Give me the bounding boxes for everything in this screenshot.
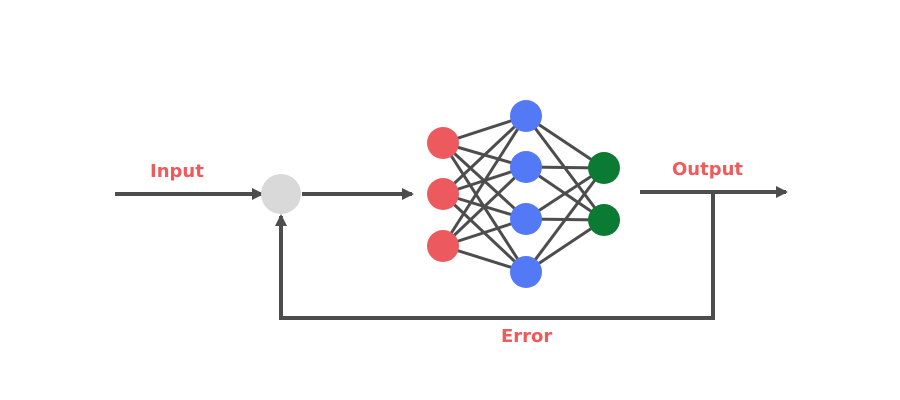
connection-input-3-to-hidden-2 — [441, 165, 528, 248]
hidden-node-2 — [510, 151, 542, 183]
hidden-node-4 — [510, 256, 542, 288]
neural-network — [427, 100, 620, 288]
network-nodes — [427, 100, 620, 288]
hidden-node-3 — [510, 203, 542, 235]
input-node-2 — [427, 178, 459, 210]
connection-hidden-4-to-output-1 — [524, 167, 606, 273]
error-feedback-line — [275, 192, 715, 320]
output-label: Output — [672, 159, 744, 180]
hidden-node-1 — [510, 100, 542, 132]
input-label: Input — [150, 161, 204, 182]
error-label: Error — [501, 326, 553, 347]
network-connections — [441, 114, 606, 274]
output-node-2 — [588, 204, 620, 236]
connection-input-3-to-hidden-1 — [441, 115, 528, 247]
connection-input-2-to-hidden-1 — [441, 114, 528, 196]
input-node-3 — [427, 230, 459, 262]
output-node-1 — [588, 152, 620, 184]
input-node-1 — [427, 127, 459, 159]
summing-junction — [261, 174, 301, 214]
